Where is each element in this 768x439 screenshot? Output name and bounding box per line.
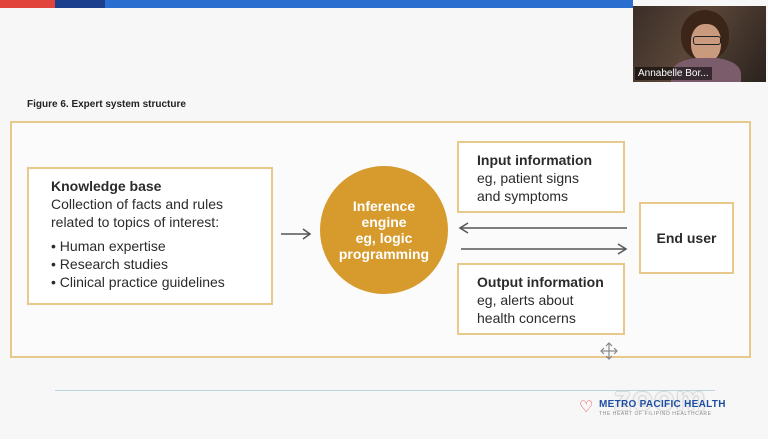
heart-icon: ♡ xyxy=(579,399,594,416)
top-bar-navy-segment xyxy=(55,0,105,8)
brand-tagline: THE HEART OF FILIPINO HEALTHCARE xyxy=(599,411,712,417)
knowledge-base-list: Human expertise Research studies Clinica… xyxy=(51,237,271,291)
inference-line4: programming xyxy=(338,246,430,262)
input-line1: eg, patient signs xyxy=(477,170,579,186)
output-line2: health concerns xyxy=(477,310,576,326)
slide-top-color-bar xyxy=(0,0,633,8)
knowledge-base-desc-line1: Collection of facts and rules xyxy=(51,196,223,212)
move-cursor-icon xyxy=(600,342,618,360)
participant-video-tile[interactable]: Annabelle Bor... xyxy=(633,6,766,82)
input-line2: and symptoms xyxy=(477,188,569,204)
knowledge-base-box: Knowledge base Collection of facts and r… xyxy=(27,167,273,305)
inference-engine-circle: Inference engine eg, logic programming xyxy=(320,166,448,294)
figure-title: Figure 6. Expert system structure xyxy=(27,99,186,110)
inference-line3: eg, logic xyxy=(355,230,413,246)
knowledge-base-item: Research studies xyxy=(51,255,271,273)
participant-name-label: Annabelle Bor... xyxy=(635,67,712,80)
brand-name: METRO PACIFIC HEALTH xyxy=(599,399,726,410)
end-user-label: End user xyxy=(656,230,717,246)
inference-line1: Inference xyxy=(352,198,416,214)
top-bar-blue-segment xyxy=(105,0,633,8)
knowledge-base-desc-line2: related to topics of interest: xyxy=(51,214,220,230)
output-title: Output information xyxy=(477,274,604,290)
output-information-box: Output information eg, alerts about heal… xyxy=(457,263,625,335)
knowledge-base-item: Human expertise xyxy=(51,237,271,255)
input-information-box: Input information eg, patient signs and … xyxy=(457,141,625,213)
footer-divider xyxy=(55,390,715,391)
knowledge-base-title: Knowledge base xyxy=(51,178,162,194)
end-user-box: End user xyxy=(639,202,734,274)
zoom-watermark: zoom xyxy=(614,380,707,418)
participant-face xyxy=(691,24,721,62)
input-title: Input information xyxy=(477,152,593,168)
top-bar-red-segment xyxy=(0,0,55,8)
participant-glasses xyxy=(693,36,721,45)
inference-line2: engine xyxy=(361,214,407,230)
knowledge-base-item: Clinical practice guidelines xyxy=(51,273,271,291)
output-line1: eg, alerts about xyxy=(477,292,574,308)
